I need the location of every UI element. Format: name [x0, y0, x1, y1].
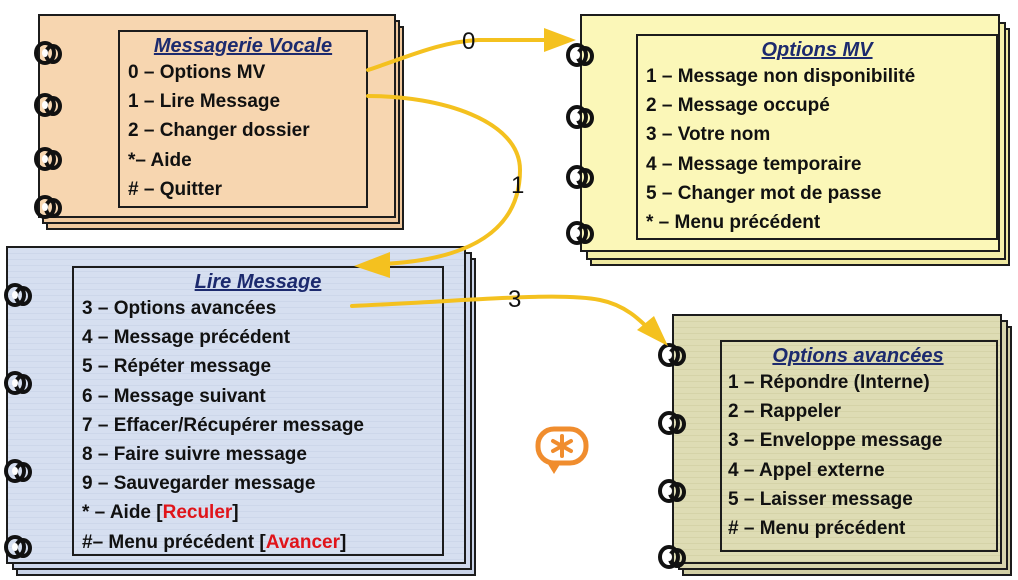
menu-title: Lire Message	[194, 271, 322, 293]
menu-item-menu-precedent: #– Menu précédent [Avancer]	[82, 528, 434, 557]
aide-prefix: * – Aide [	[82, 502, 163, 524]
binding-ring-icon	[34, 41, 62, 65]
asterisk-logo-icon	[535, 426, 589, 474]
menu-item: 6 – Message suivant	[82, 385, 266, 407]
binding-ring-icon	[4, 283, 32, 307]
binding-ring-icon	[34, 93, 62, 117]
menu-item: 1 – Lire Message	[128, 91, 281, 113]
menu-prefix: #– Menu précédent [	[82, 531, 266, 553]
menu-item: 3 – Votre nom	[646, 124, 771, 146]
menu-item-aide: * – Aide [Reculer]	[82, 498, 434, 527]
menu-item: 2 – Changer dossier	[128, 120, 310, 142]
menu-box-options-mv: Options MV 1 – Message non disponibilité…	[636, 34, 998, 240]
binding-ring-icon	[4, 535, 32, 559]
menu-item: * – Menu précédent	[646, 212, 821, 234]
binding-ring-icon	[658, 343, 686, 367]
menu-item: 3 – Enveloppe message	[728, 430, 943, 452]
menu-box-options-avancees: Options avancées 1 – Répondre (Interne) …	[720, 340, 998, 552]
binding-ring-icon	[566, 43, 594, 67]
menu-item: 5 – Changer mot de passe	[646, 182, 882, 204]
menu-item: 0 – Options MV	[128, 62, 266, 83]
binding-ring-icon	[566, 165, 594, 189]
menu-title: Options avancées	[772, 345, 944, 367]
menu-item: 4 – Message précédent	[82, 327, 291, 349]
menu-item: 3 – Options avancées	[82, 298, 277, 319]
menu-item: 4 – Message temporaire	[646, 153, 862, 175]
arrow-label-1: 1	[511, 172, 525, 199]
menu-item: 4 – Appel externe	[728, 459, 885, 481]
menu-item: 2 – Rappeler	[728, 401, 841, 423]
binding-ring-icon	[658, 545, 686, 569]
binding-ring-icon	[566, 221, 594, 245]
notebook-page	[672, 314, 1002, 564]
avancer-label: Avancer	[265, 531, 341, 553]
binding-ring-icon	[658, 479, 686, 503]
menu-item: 1 – Message non disponibilité	[646, 66, 916, 87]
menu-box-messagerie: Messagerie Vocale 0 – Options MV 1 – Lir…	[118, 30, 368, 208]
menu-item: 2 – Message occupé	[646, 95, 830, 117]
binding-ring-icon	[658, 411, 686, 435]
binding-ring-icon	[34, 195, 62, 219]
menu-item: # – Menu précédent	[728, 518, 906, 540]
notebook-page	[580, 14, 1000, 252]
menu-title: Messagerie Vocale	[153, 35, 333, 57]
reculer-label: Reculer	[162, 502, 233, 524]
aide-suffix: ]	[232, 502, 239, 524]
menu-suffix: ]	[340, 531, 347, 553]
menu-item: 9 – Sauvegarder message	[82, 473, 316, 495]
menu-item: 1 – Répondre (Interne)	[728, 372, 930, 393]
arrow-label-3: 3	[508, 286, 522, 313]
binding-ring-icon	[566, 105, 594, 129]
binding-ring-icon	[34, 147, 62, 171]
arrow-label-0: 0	[462, 28, 476, 55]
menu-item: # – Quitter	[128, 178, 222, 200]
menu-item: 5 – Répéter message	[82, 356, 272, 378]
notebook-page	[38, 14, 396, 218]
menu-item: 5 – Laisser message	[728, 488, 913, 510]
menu-item: 8 – Faire suivre message	[82, 444, 307, 466]
menu-title: Options MV	[761, 39, 873, 61]
menu-box-lire-message: Lire Message 3 – Options avancées 4 – Me…	[72, 266, 444, 556]
binding-ring-icon	[4, 459, 32, 483]
menu-item: *– Aide	[128, 149, 192, 171]
menu-item: 7 – Effacer/Récupérer message	[82, 414, 364, 436]
binding-ring-icon	[4, 371, 32, 395]
